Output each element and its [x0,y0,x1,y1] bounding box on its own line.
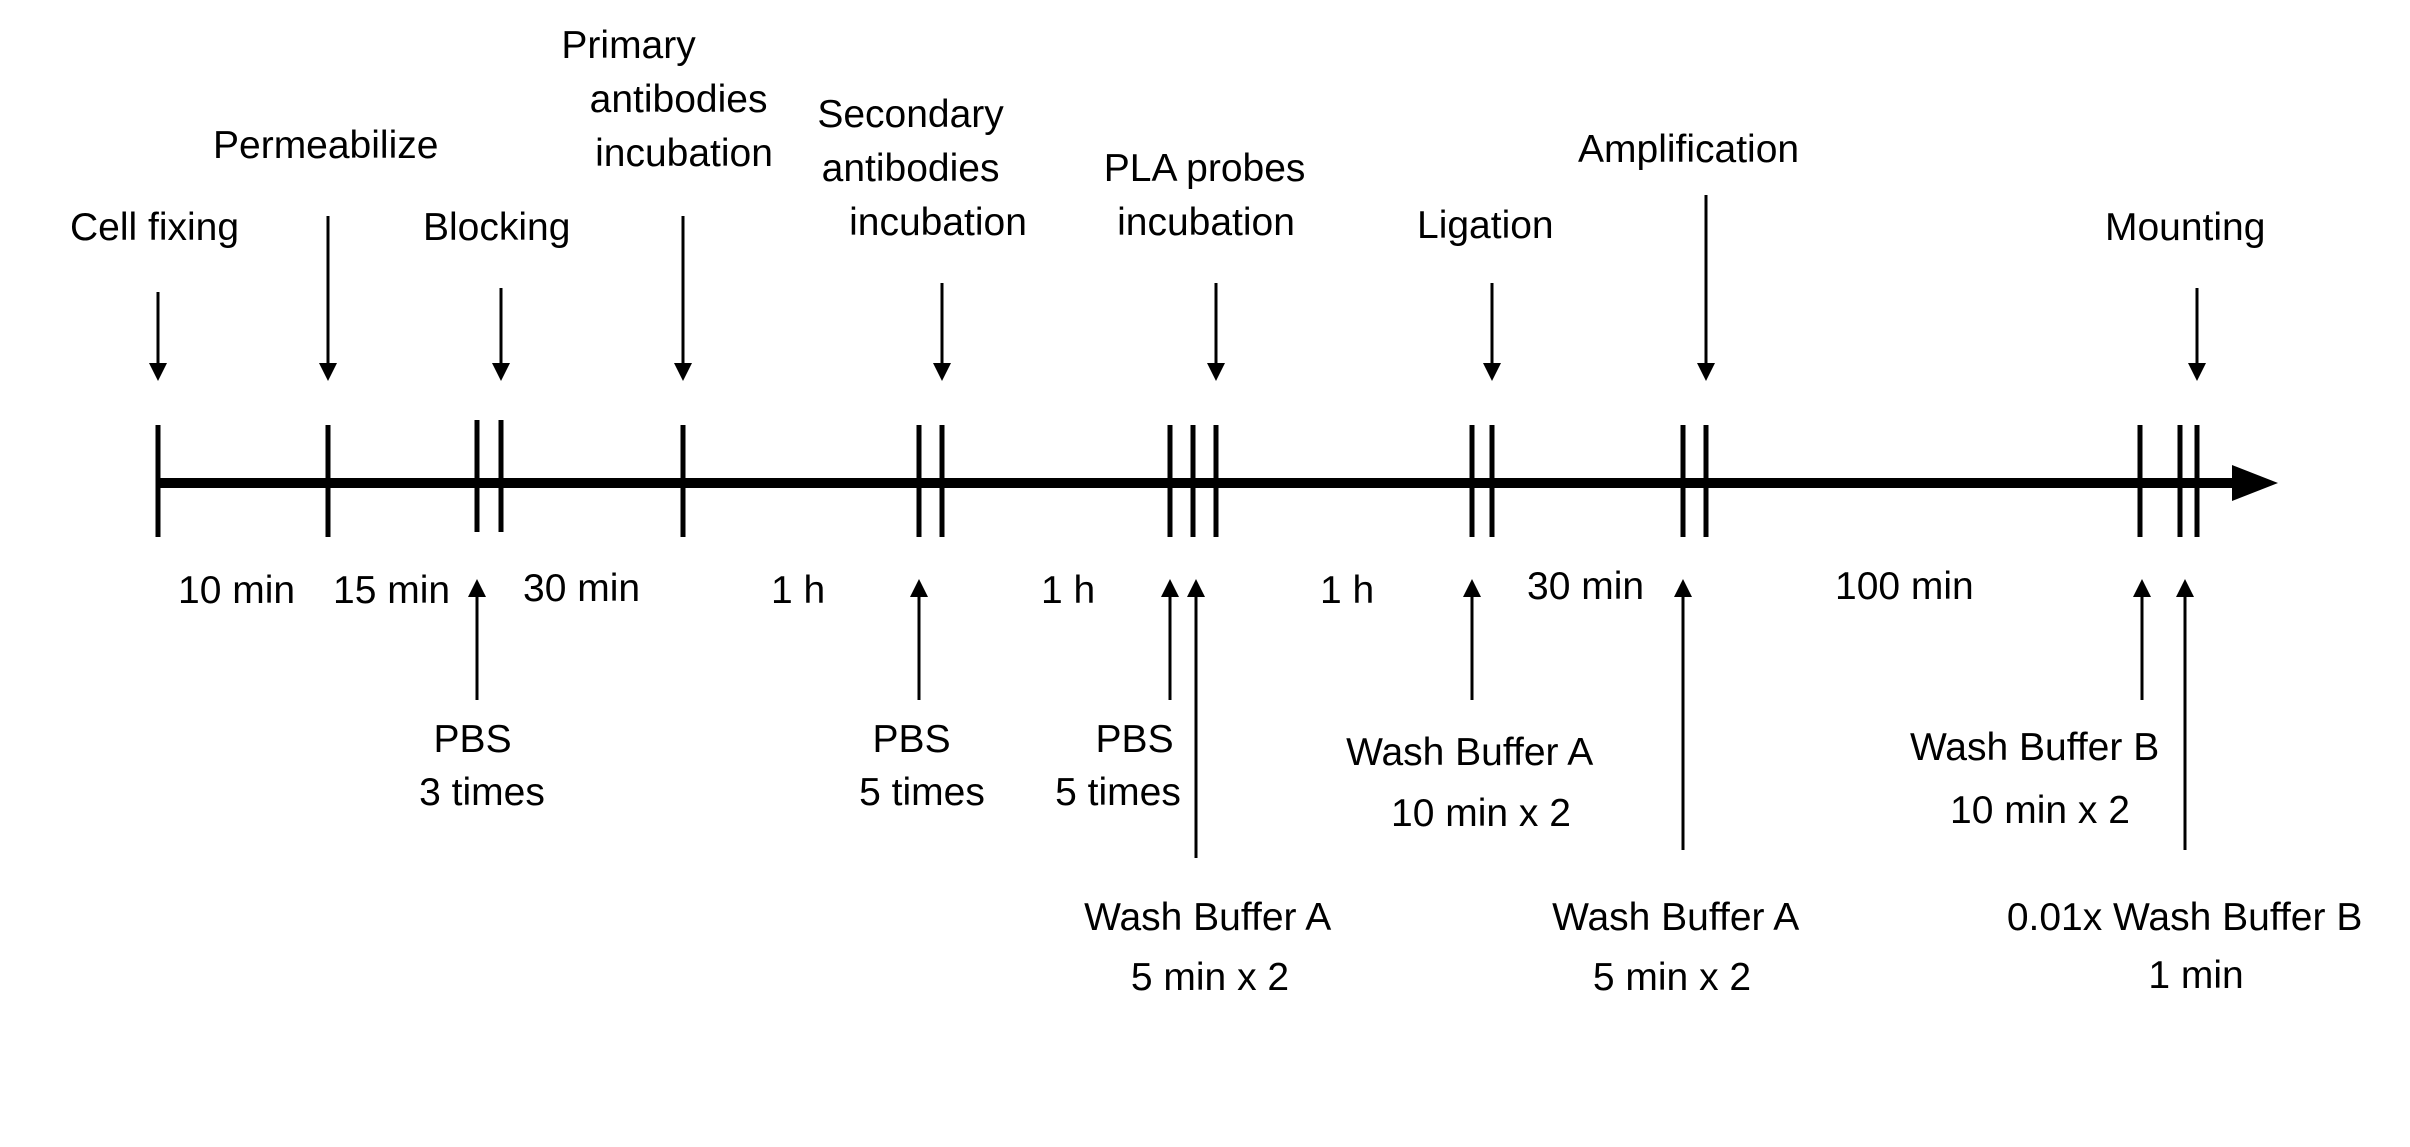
wash-b-001-line: 0.01x Wash Buffer B [2007,896,2363,939]
step-permeabilize: Permeabilize [213,124,438,167]
timeline-ticks [155,420,2200,537]
duration-label: 1 h [1320,569,1374,612]
wash-a-5b-line: 5 min x 2 [1593,956,1751,999]
wash-a-5a: Wash Buffer A 5 min x 2 [1084,896,1340,999]
duration-labels: 10 min 15 min 30 min 1 h 1 h 1 h 30 min … [178,565,1974,612]
wash-pbs-5b-line: 5 times [1055,771,1181,814]
wash-pbs-3-line: 3 times [419,771,545,814]
duration-label: 100 min [1835,565,1974,608]
wash-b-001-line: 1 min [2148,954,2243,997]
duration-label: 30 min [1527,565,1644,608]
wash-b-10-line: Wash Buffer B [1910,726,2159,769]
wash-pbs-5a: PBS 5 times [859,718,985,814]
step-mounting: Mounting [2105,206,2265,249]
wash-b-10-line: 10 min x 2 [1950,789,2130,832]
step-primary: Primary antibodies incubation [561,24,778,175]
step-pla-line: PLA probes [1104,147,1306,190]
wash-b-001: 0.01x Wash Buffer B 1 min [2007,896,2373,997]
timeline-arrowhead [2232,465,2278,501]
step-primary-line: Primary [561,24,696,67]
step-secondary-line: antibodies [822,147,1000,190]
duration-label: 1 h [1041,569,1095,612]
step-ligation: Ligation [1417,204,1554,247]
wash-a-10-line: 10 min x 2 [1391,792,1571,835]
step-pla: PLA probes incubation [1104,147,1317,244]
wash-b-10: Wash Buffer B 10 min x 2 [1910,726,2170,832]
step-pla-line: incubation [1117,201,1295,244]
duration-label: 10 min [178,569,295,612]
wash-pbs-5a-line: PBS [873,718,951,761]
wash-a-5a-line: Wash Buffer A [1084,896,1331,939]
wash-pbs-5a-line: 5 times [859,771,985,814]
step-amplification: Amplification [1578,128,1799,171]
step-secondary: Secondary antibodies incubation [817,93,1027,244]
wash-a-5b-line: Wash Buffer A [1552,896,1799,939]
duration-label: 15 min [333,569,450,612]
step-secondary-line: Secondary [817,93,1004,136]
step-primary-line: incubation [595,132,773,175]
wash-a-10-line: Wash Buffer A [1346,731,1593,774]
duration-label: 1 h [771,569,825,612]
wash-pbs-3: PBS 3 times [419,718,545,814]
wash-a-5b: Wash Buffer A 5 min x 2 [1552,896,1808,999]
duration-label: 30 min [523,567,640,610]
wash-pbs-5b: PBS 5 times [1055,718,1184,814]
wash-a-5a-line: 5 min x 2 [1131,956,1289,999]
step-cell-fixing: Cell fixing [70,206,239,249]
wash-pbs-5b-line: PBS [1096,718,1174,761]
step-secondary-line: incubation [849,201,1027,244]
wash-a-10: Wash Buffer A 10 min x 2 [1346,731,1602,835]
step-blocking: Blocking [423,206,570,249]
step-primary-line: antibodies [590,78,768,121]
wash-pbs-3-line: PBS [434,718,512,761]
